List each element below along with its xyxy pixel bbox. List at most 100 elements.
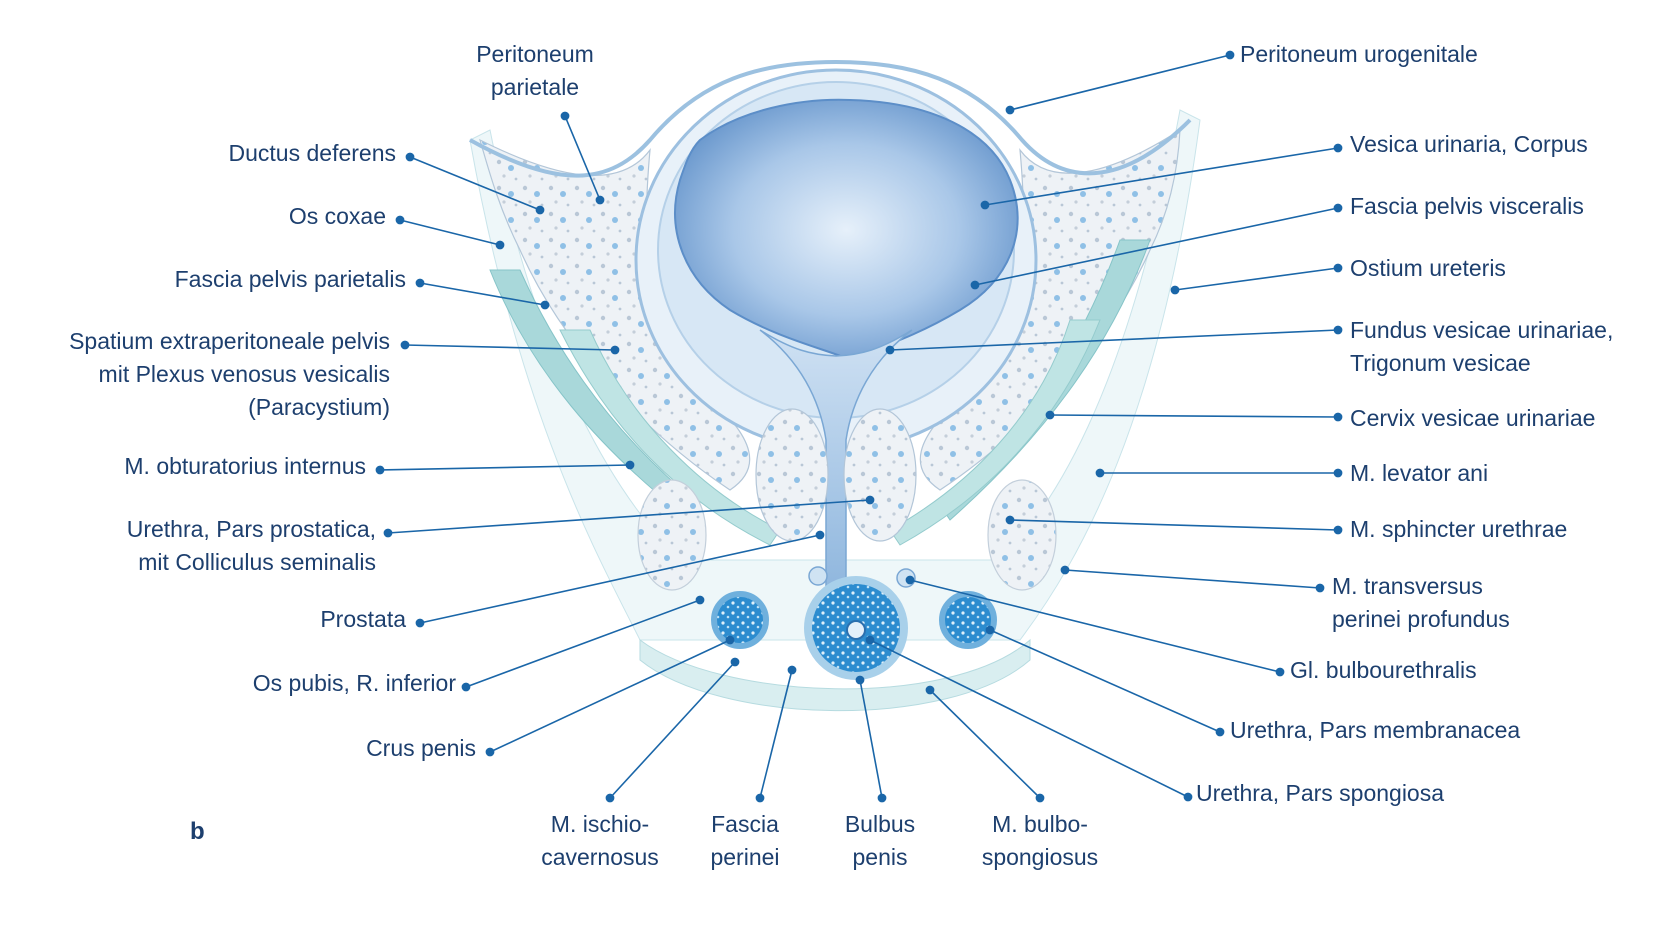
leader-dot bbox=[905, 575, 915, 585]
label-line: Crus penis bbox=[366, 735, 476, 761]
os-coxae-right bbox=[919, 128, 1181, 491]
label-line: M. sphincter urethrae bbox=[1350, 516, 1568, 542]
label-ostium-ureteris: Ostium ureteris bbox=[1350, 252, 1506, 285]
leader-dot bbox=[1333, 263, 1343, 273]
label-bulbus-penis: Bulbus penis bbox=[830, 808, 930, 874]
leader-dot bbox=[877, 793, 887, 803]
label-cervix-vesicae: Cervix vesicae urinariae bbox=[1350, 402, 1595, 435]
leader-dot bbox=[535, 205, 545, 215]
leader-dot bbox=[787, 665, 797, 675]
leader-line bbox=[859, 679, 883, 799]
label-os-coxae: Os coxae bbox=[200, 200, 386, 233]
leader-line bbox=[387, 499, 871, 534]
leader-line bbox=[759, 669, 793, 799]
label-line: M. bulbo- bbox=[992, 811, 1088, 837]
leader-dot bbox=[1005, 105, 1015, 115]
label-line: Bulbus bbox=[844, 811, 916, 837]
leader-line bbox=[1009, 519, 1339, 531]
leader-dot bbox=[1333, 525, 1343, 535]
leader-line bbox=[1009, 54, 1231, 111]
leader-dot bbox=[1333, 203, 1343, 213]
label-gl-bulbourethralis: Gl. bulbourethralis bbox=[1290, 654, 1477, 687]
label-line: M. obturatorius internus bbox=[124, 453, 366, 479]
label-line: Urethra, Pars membranacea bbox=[1230, 717, 1521, 743]
leader-dot bbox=[725, 635, 735, 645]
leader-dot bbox=[1333, 325, 1343, 335]
leader-dot bbox=[865, 495, 875, 505]
leader-dot bbox=[405, 152, 415, 162]
label-peritoneum-urogenitale: Peritoneum urogenitale bbox=[1240, 38, 1478, 71]
label-line: Urethra, Pars spongiosa bbox=[1196, 780, 1445, 806]
leader-dot bbox=[595, 195, 605, 205]
leader-dot bbox=[1315, 583, 1325, 593]
leader-line bbox=[409, 156, 541, 211]
leader-line bbox=[465, 599, 701, 688]
leader-line bbox=[564, 115, 601, 201]
leader-line bbox=[974, 207, 1339, 286]
leader-dot bbox=[415, 618, 425, 628]
label-line: mit Plexus venosus vesicalis bbox=[98, 361, 390, 387]
leader-line bbox=[889, 329, 1339, 351]
label-line: Fascia bbox=[711, 811, 779, 837]
leader-dot bbox=[375, 465, 385, 475]
os-pubis-right bbox=[987, 479, 1057, 591]
leader-dot bbox=[495, 240, 505, 250]
label-urethra-pars-spongiosa: Urethra, Pars spongiosa bbox=[1196, 777, 1444, 810]
label-line: Fundus vesicae urinariae, bbox=[1350, 317, 1614, 343]
label-line: Prostata bbox=[320, 606, 406, 632]
crus-penis-left bbox=[711, 591, 769, 649]
leader-dot bbox=[970, 280, 980, 290]
leader-dot bbox=[540, 300, 550, 310]
leader-dot bbox=[1333, 468, 1343, 478]
leader-line bbox=[419, 282, 546, 306]
pelvic-floor-soft-tissue bbox=[469, 109, 1201, 641]
crus-penis-right bbox=[939, 591, 997, 649]
leader-dot bbox=[985, 625, 995, 635]
label-crus-penis: Crus penis bbox=[270, 732, 476, 765]
leader-dot bbox=[1183, 792, 1193, 802]
label-line: Os coxae bbox=[288, 203, 386, 229]
label-line: Spatium extraperitoneale pelvis bbox=[69, 328, 390, 354]
label-urethra-pars-prostatica: Urethra, Pars prostatica, mit Colliculus … bbox=[60, 513, 376, 579]
urethra-spongiosa-lumen bbox=[846, 620, 866, 640]
leader-line bbox=[929, 689, 1041, 799]
leader-line bbox=[1174, 267, 1339, 291]
leader-dot bbox=[730, 657, 740, 667]
leader-dot bbox=[1275, 667, 1285, 677]
leader-dot bbox=[865, 635, 875, 645]
os-pubis-left bbox=[637, 479, 707, 591]
leader-dot bbox=[1215, 727, 1225, 737]
leader-line bbox=[404, 344, 616, 351]
label-line: Urethra, Pars prostatica, bbox=[126, 516, 376, 542]
label-fascia-perinei: Fascia perinei bbox=[695, 808, 795, 874]
label-line: Fascia pelvis parietalis bbox=[174, 266, 406, 292]
leader-dot bbox=[1035, 793, 1045, 803]
label-line: Gl. bulbourethralis bbox=[1290, 657, 1477, 683]
prostate-right-lobe bbox=[843, 408, 917, 542]
leader-dot bbox=[1170, 285, 1180, 295]
label-fascia-pelvis-parietalis: Fascia pelvis parietalis bbox=[100, 263, 406, 296]
label-line: M. transversus bbox=[1332, 573, 1483, 599]
leader-line bbox=[399, 219, 501, 246]
leader-dot bbox=[400, 340, 410, 350]
label-line: mit Colliculus seminalis bbox=[138, 549, 376, 575]
label-line: penis bbox=[852, 844, 908, 870]
label-line: Ostium ureteris bbox=[1350, 255, 1506, 281]
leader-line bbox=[909, 579, 1281, 673]
leader-dot bbox=[461, 682, 471, 692]
label-line: Trigonum vesicae bbox=[1350, 350, 1531, 376]
label-m-sphincter-urethrae: M. sphincter urethrae bbox=[1350, 513, 1567, 546]
leader-dot bbox=[383, 528, 393, 538]
leader-dot bbox=[560, 111, 570, 121]
leader-dot bbox=[625, 460, 635, 470]
leader-dot bbox=[1225, 50, 1235, 60]
os-coxae-left bbox=[479, 138, 751, 491]
leader-line bbox=[609, 661, 736, 799]
label-vesica-urinaria-corpus: Vesica urinaria, Corpus bbox=[1350, 128, 1588, 161]
label-line: M. ischio- bbox=[550, 811, 650, 837]
label-line: perinei bbox=[710, 844, 780, 870]
